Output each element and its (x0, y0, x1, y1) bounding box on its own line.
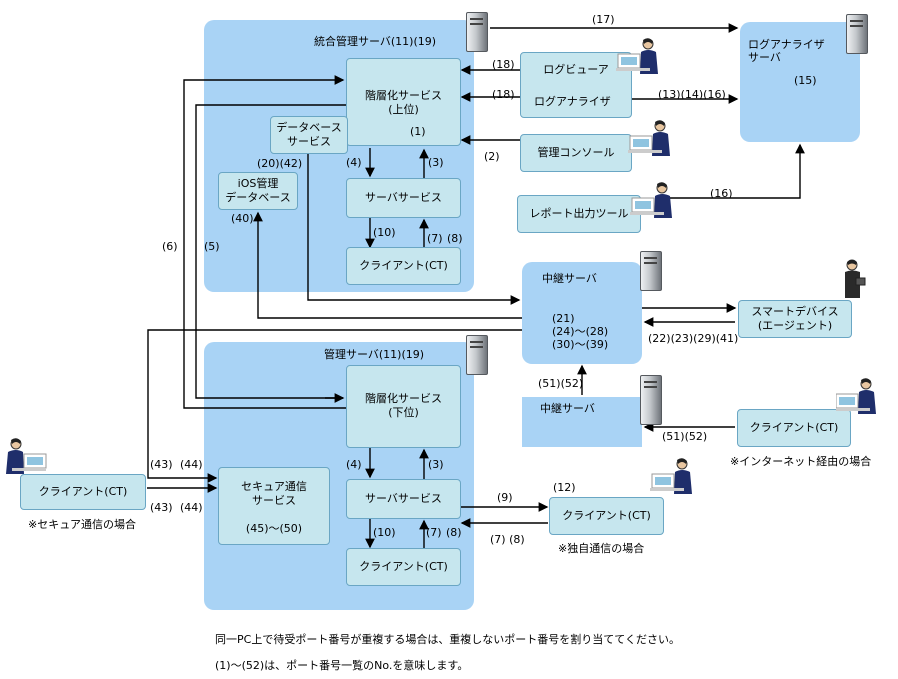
management-server-icon (466, 335, 488, 375)
relay-server-lower-zone (522, 397, 642, 447)
smart-device-label: スマートデバイス (エージェント) (751, 305, 839, 332)
client-ct-lower-box: クライアント(CT) (346, 548, 461, 586)
user-smart-device-icon (845, 259, 866, 298)
top-n7: (7) (427, 232, 443, 245)
secure-service-nums: (45)〜(50) (245, 522, 303, 535)
client-ct-lower-label: クライアント(CT) (359, 560, 448, 573)
console-n2: (2) (484, 150, 500, 163)
hierarchy-service-lower-label: 階層化サービス (下位) (365, 392, 442, 419)
relay-server-lower-icon (640, 375, 662, 425)
user-console-icon (628, 120, 670, 156)
secure-service-box: セキュア通信 サービス (45)〜(50) (218, 467, 330, 545)
secure-client-label: クライアント(CT) (38, 485, 128, 498)
integrated-server-icon (466, 12, 488, 52)
secure-n44b: (44) (180, 501, 203, 514)
report-tool-box: レポート出力ツール (517, 195, 641, 233)
relay-server-icon (640, 251, 662, 291)
top-n10: (10) (373, 226, 396, 239)
internet-nums: (51)(52) (662, 430, 708, 443)
bottom-n8: (8) (446, 526, 462, 539)
management-server-title: 管理サーバ(11)(19) (324, 348, 425, 361)
secure-n43b: (43) (150, 501, 173, 514)
log-n17: (17) (592, 13, 615, 26)
log-analyzer-client-label: ログアナライザ (534, 95, 611, 108)
own-client-box: クライアント(CT) (549, 497, 664, 535)
log-n18a: (18) (492, 58, 515, 71)
server-service-lower-box: サーバサービス (346, 479, 461, 519)
top-n5: (5) (204, 240, 220, 253)
report-tool-label: レポート出力ツール (529, 207, 629, 220)
management-console-label: 管理コンソール (537, 146, 615, 159)
top-n8: (8) (447, 232, 463, 245)
server-service-upper-label: サーバサービス (365, 191, 442, 204)
user-report-icon (630, 182, 672, 218)
log-analyzer-server-label: ログアナライザ サーバ (748, 38, 825, 64)
bottom-n9: (9) (497, 491, 513, 504)
database-service-label: データベース サービス (276, 121, 342, 148)
log-analyzer-server-zone (740, 22, 860, 142)
hierarchy-service-lower-box: 階層化サービス (下位) (346, 365, 461, 448)
user-log-viewer-icon (616, 38, 658, 74)
footnote-line2: (1)〜(52)は、ポート番号一覧のNo.を意味します。 (215, 659, 469, 672)
secure-n43a: (43) (150, 458, 173, 471)
relay-server-upper-label: 中継サーバ (542, 272, 597, 285)
log-viewer-box: ログビューア (520, 52, 632, 118)
log-n15: (15) (794, 74, 817, 87)
log-viewer-label: ログビューア (543, 63, 609, 76)
internet-client-label: クライアント(CT) (749, 421, 839, 434)
server-service-lower-label: サーバサービス (365, 492, 442, 505)
relay-server-zone (522, 262, 642, 364)
hier-upper-num: (1) (410, 125, 426, 138)
top-n3: (3) (428, 156, 444, 169)
secure-client-box: クライアント(CT) (20, 474, 146, 510)
internet-note: ※インターネット経由の場合 (730, 455, 872, 468)
relay-n51-52: (51)(52) (538, 377, 584, 390)
user-secure-client-icon (6, 438, 47, 474)
client-ct-upper-label: クライアント(CT) (359, 259, 448, 272)
log-analyzer-server-icon (846, 14, 868, 54)
relay-server-nums: (21) (24)〜(28) (30)〜(39) (552, 312, 609, 351)
secure-n44a: (44) (180, 458, 203, 471)
smart-device-box: スマートデバイス (エージェント) (738, 300, 852, 338)
database-service-box: データベース サービス (270, 116, 348, 154)
server-service-upper-box: サーバサービス (346, 178, 461, 218)
bottom-n3: (3) (428, 458, 444, 471)
bottom-n10: (10) (373, 526, 396, 539)
internet-client-box: クライアント(CT) (737, 409, 851, 447)
user-own-client-icon (650, 458, 692, 494)
user-internet-client-icon (836, 378, 876, 414)
db-num: (20)(42) (257, 157, 303, 170)
top-n4: (4) (346, 156, 362, 169)
ios-db-box: iOS管理 データベース (218, 172, 298, 210)
integrated-server-title: 統合管理サーバ(11)(19) (314, 35, 437, 48)
hierarchy-service-upper-box: 階層化サービス (上位) (346, 58, 461, 146)
client-ct-upper-box: クライアント(CT) (346, 247, 461, 285)
hierarchy-service-upper-label: 階層化サービス (上位) (365, 89, 442, 116)
bottom-n7: (7) (426, 526, 442, 539)
own-client-label: クライアント(CT) (562, 509, 651, 522)
ios-db-label: iOS管理 データベース (225, 177, 291, 204)
relay-server-lower-label: 中継サーバ (540, 402, 595, 415)
own-note: ※独自通信の場合 (558, 542, 645, 555)
top-n6: (6) (162, 240, 178, 253)
secure-note: ※セキュア通信の場合 (28, 518, 136, 531)
secure-service-label: セキュア通信 サービス (241, 480, 307, 507)
log-n16: (16) (710, 187, 733, 200)
footnote-line1: 同一PC上で待受ポート番号が重複する場合は、重複しないポート番号を割り当ててくだ… (215, 633, 680, 646)
bottom-n4: (4) (346, 458, 362, 471)
log-n13-14-16: (13)(14)(16) (658, 88, 726, 101)
smart-device-nums: (22)(23)(29)(41) (648, 332, 739, 345)
management-console-box: 管理コンソール (520, 134, 632, 172)
own-n12: (12) (553, 481, 576, 494)
own-n7-8: (7) (8) (490, 533, 525, 546)
ios-num: (40) (231, 212, 254, 225)
log-n18b: (18) (492, 88, 515, 101)
